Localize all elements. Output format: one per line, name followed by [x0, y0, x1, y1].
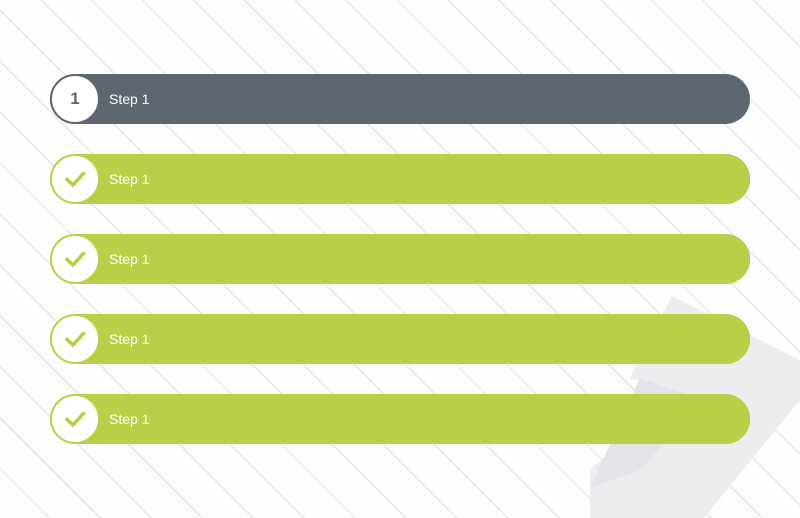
- step-label: Step 1: [109, 171, 150, 187]
- step-label: Step 1: [109, 91, 150, 107]
- wizard-3-step-1[interactable]: Step 1: [50, 234, 750, 284]
- check-icon: [65, 331, 86, 347]
- step-track: [50, 74, 750, 124]
- step-number: 1: [70, 89, 80, 108]
- wizard-2-step-1[interactable]: Step 1: [50, 154, 750, 204]
- step-label: Step 1: [109, 331, 150, 347]
- step-track: [50, 154, 750, 204]
- step-number-circle: 1: [50, 74, 100, 124]
- step-number-circle: [50, 234, 100, 284]
- step-label: Step 1: [109, 251, 150, 267]
- check-icon: [65, 251, 86, 267]
- check-icon: [65, 411, 86, 427]
- step-label: Step 1: [109, 411, 150, 427]
- step-wizard-2: 5Step 54Step 43Step 32Step 2Step 1: [50, 154, 750, 204]
- step-wizard-1: 5Step 54Step 43Step 32Step 21Step 1: [50, 74, 750, 124]
- step-track: [50, 394, 750, 444]
- step-wizard-3: 5Step 54Step 43Step 3Step 2Step 1: [50, 234, 750, 284]
- step-number-circle: [50, 314, 100, 364]
- wizard-4-step-1[interactable]: Step 1: [50, 314, 750, 364]
- wizard-5-step-1[interactable]: Step 1: [50, 394, 750, 444]
- wizard-1-step-1[interactable]: 1 Step 1: [50, 74, 750, 124]
- check-icon: [65, 171, 86, 187]
- step-track: [50, 234, 750, 284]
- step-number-circle: [50, 154, 100, 204]
- step-track: [50, 314, 750, 364]
- step-number-circle: [50, 394, 100, 444]
- step-wizard-4: 5Step 54Step 4Step 3Step 2Step 1: [50, 314, 750, 364]
- step-wizard-5: 5Step 5Step 4Step 3Step 2Step 1: [50, 394, 750, 444]
